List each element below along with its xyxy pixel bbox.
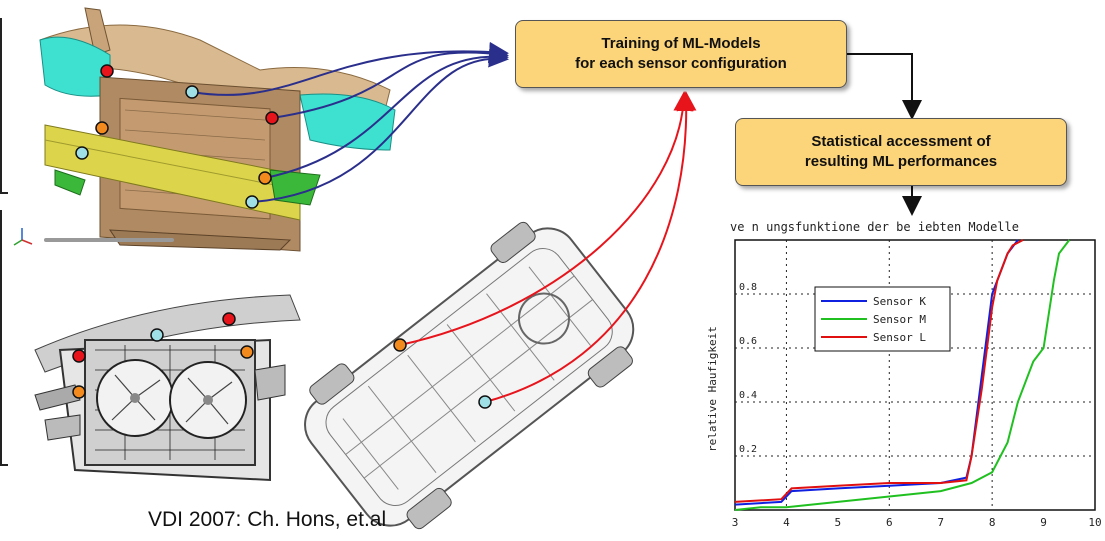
x-tick-label: 4 xyxy=(783,516,790,529)
assessment-box: Statistical accessment of resulting ML p… xyxy=(735,118,1067,186)
y-tick-label: 0.4 xyxy=(739,390,757,401)
y-tick-label: 0.6 xyxy=(739,336,757,347)
training-box-line1: Training of ML-Models xyxy=(601,35,761,52)
blue-arrows xyxy=(191,41,509,203)
red-arrows xyxy=(399,91,697,403)
legend-label: Sensor L xyxy=(873,331,926,344)
frame-bracket-bottom xyxy=(0,210,2,466)
chart-ylabel: relative Haufigkeit xyxy=(706,326,719,452)
x-tick-label: 3 xyxy=(732,516,739,529)
sensor-dots xyxy=(72,64,492,409)
training-box: Training of ML-Models for each sensor co… xyxy=(515,20,847,88)
x-tick-label: 8 xyxy=(989,516,996,529)
x-tick-label: 5 xyxy=(835,516,842,529)
front-end-module-illustration xyxy=(39,7,396,252)
legend-label: Sensor M xyxy=(873,313,926,326)
flow-arrows xyxy=(846,53,922,216)
series-line xyxy=(734,239,1024,503)
assessment-box-line2: resulting ML performances xyxy=(804,153,998,170)
series-line xyxy=(734,239,1071,511)
frame-bracket-top xyxy=(0,18,2,194)
car-underbody-illustration xyxy=(304,221,635,530)
citation-credit: VDI 2007: Ch. Hons, et.al xyxy=(148,508,387,531)
x-tick-label: 10 xyxy=(1088,516,1101,529)
x-tick-label: 6 xyxy=(886,516,893,529)
assessment-box-line1: Statistical accessment of xyxy=(811,133,991,150)
axis-triad-icon xyxy=(13,228,33,246)
y-tick-label: 0.2 xyxy=(739,444,757,455)
legend-label: Sensor K xyxy=(873,295,926,308)
y-tick-label: 0.8 xyxy=(739,282,757,293)
x-tick-label: 7 xyxy=(937,516,944,529)
frame-bracket-bottom-foot xyxy=(0,464,8,466)
frame-bracket-top-foot xyxy=(0,192,8,194)
chart-title: ve n ungsfunktione der be iebten Modelle xyxy=(730,220,1019,234)
training-box-line2: for each sensor configuration xyxy=(575,55,787,72)
chart-frame xyxy=(734,239,1096,511)
x-tick-label: 9 xyxy=(1040,516,1047,529)
